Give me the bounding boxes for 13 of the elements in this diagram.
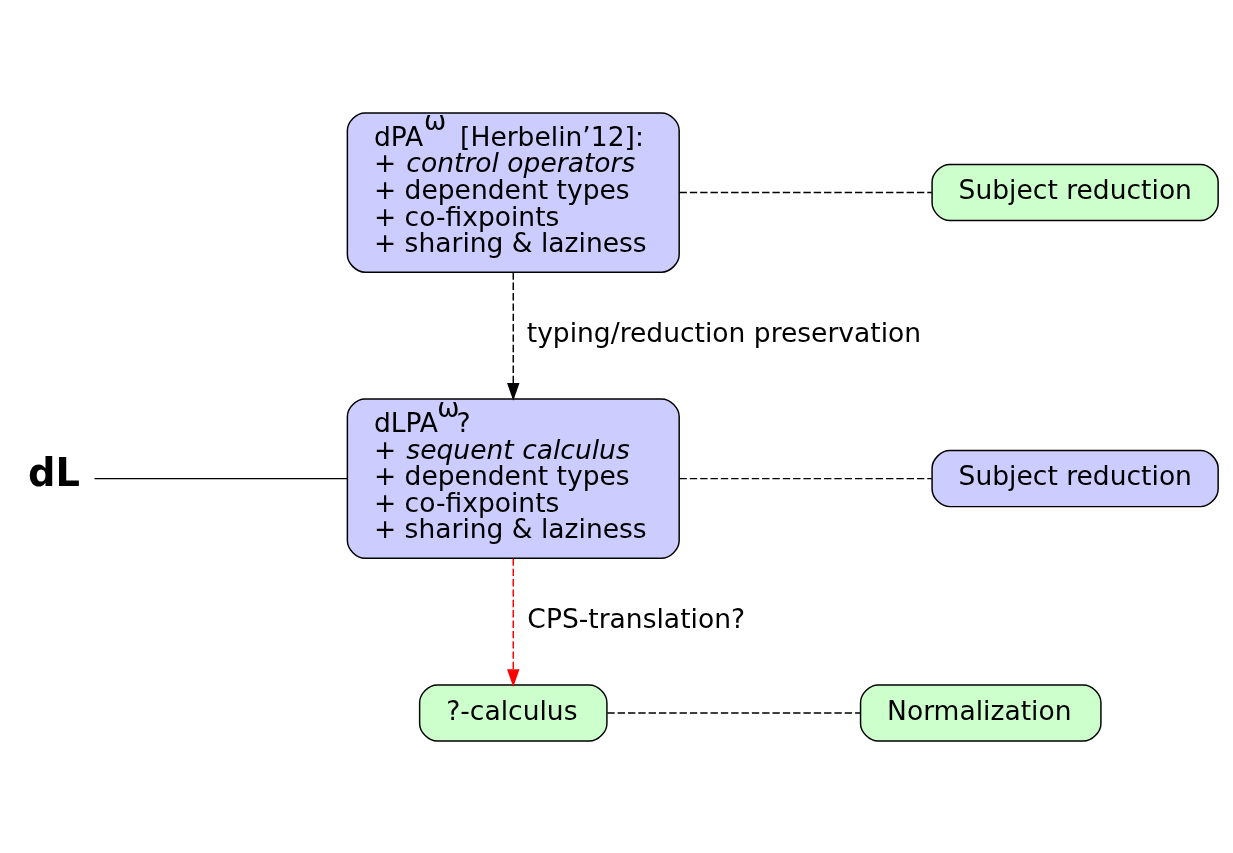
edge-label: CPS-translation? xyxy=(527,602,746,634)
node-text: dL xyxy=(28,449,80,495)
connector xyxy=(678,477,933,479)
edge-label: typing/reduction preservation xyxy=(526,316,922,348)
connector xyxy=(606,711,862,714)
connector xyxy=(93,477,348,479)
arrow xyxy=(507,557,520,687)
arrow xyxy=(507,271,520,401)
node-box: Normalization xyxy=(859,683,1102,742)
node-box: ?-calculus xyxy=(418,683,608,742)
node-box: Subject reduction xyxy=(931,163,1219,221)
connector xyxy=(678,191,933,193)
node-box: Subject reduction xyxy=(931,449,1219,507)
